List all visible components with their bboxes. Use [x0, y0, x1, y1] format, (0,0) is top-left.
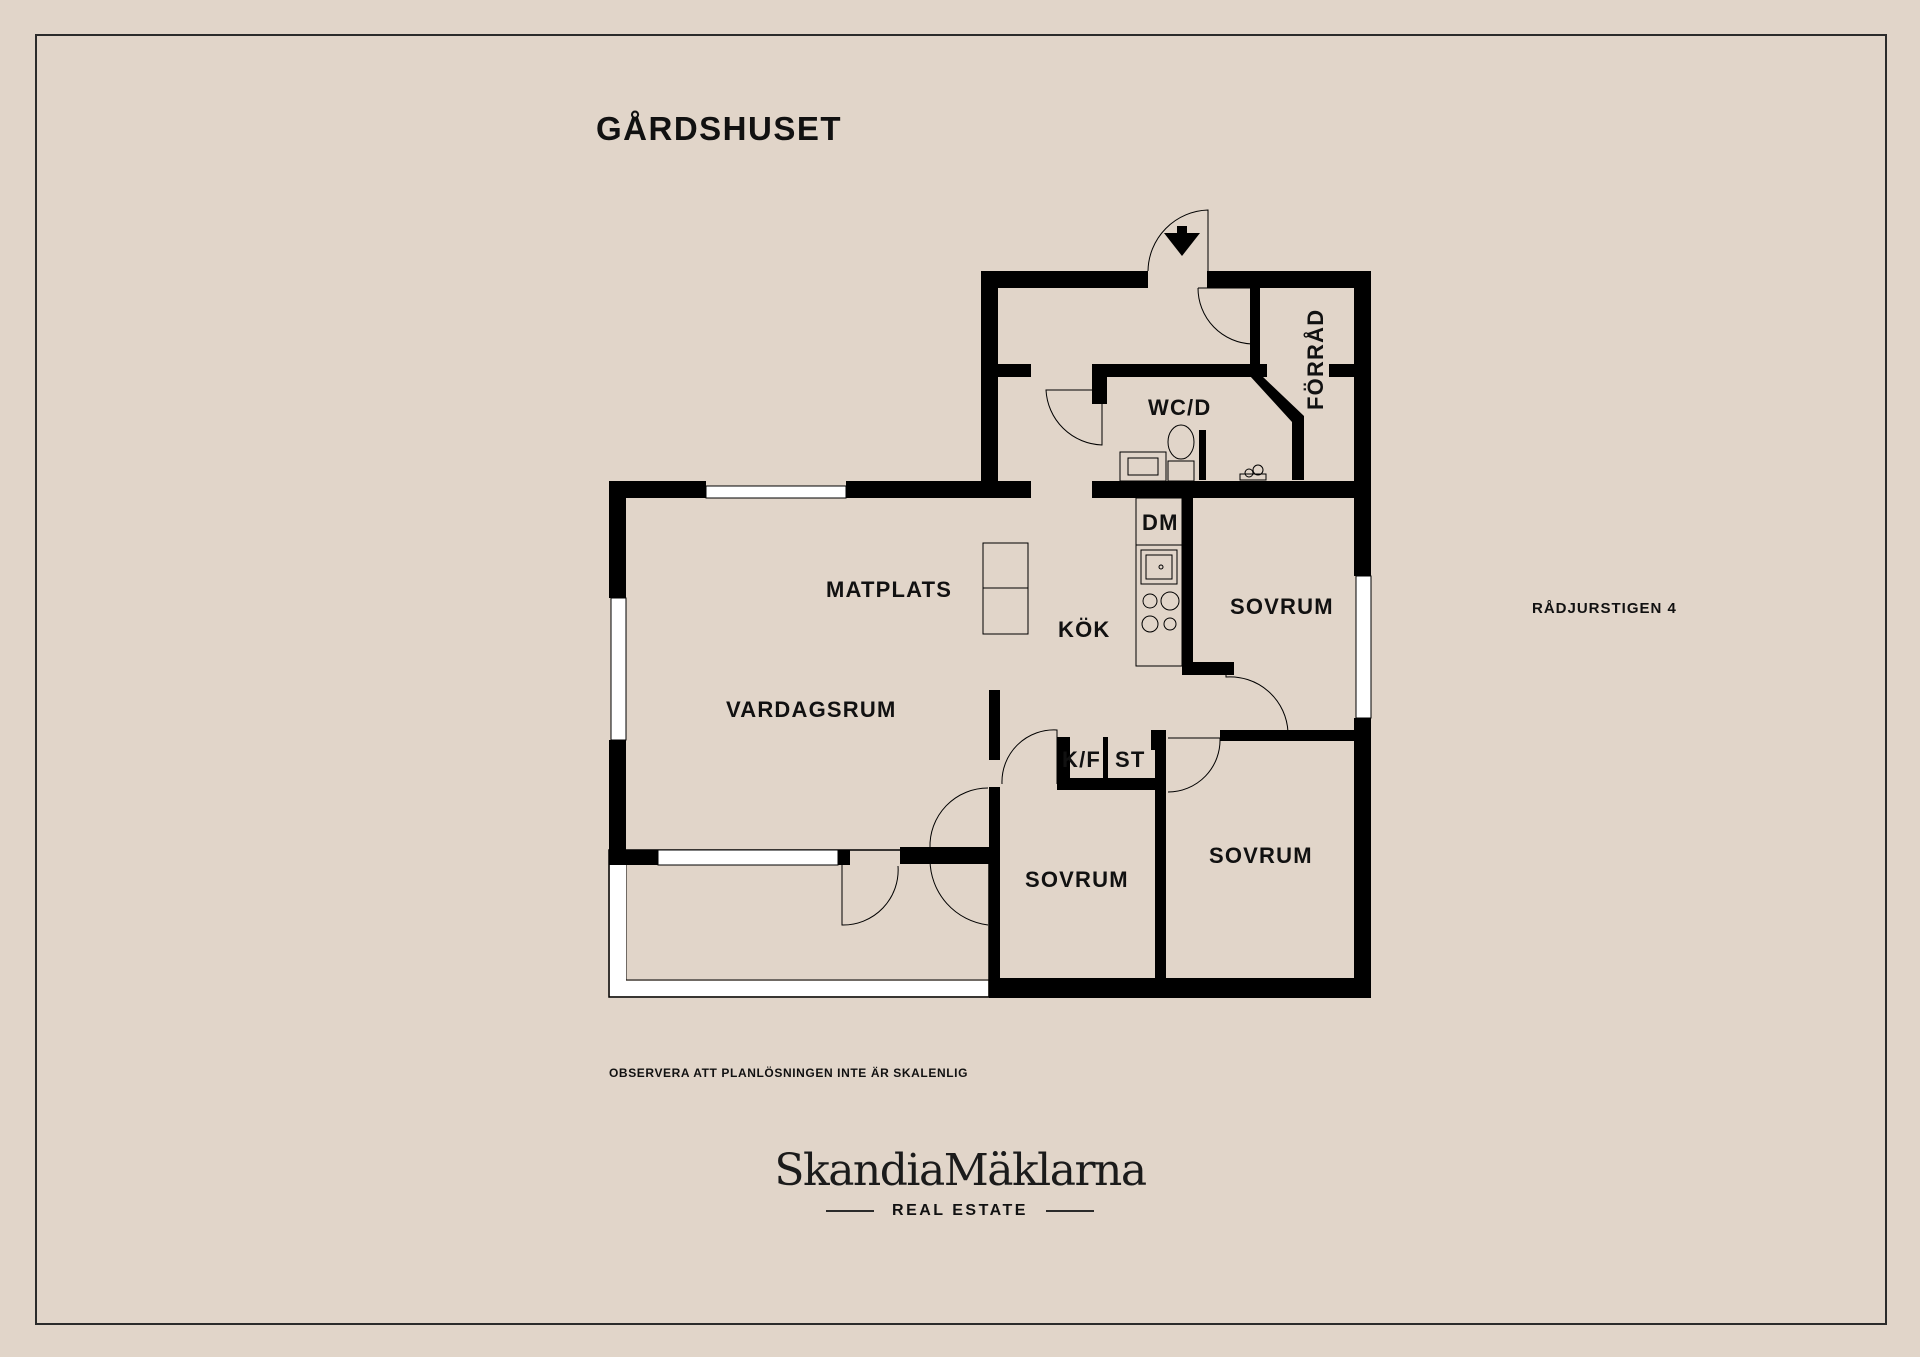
wc-fixtures — [1119, 424, 1267, 482]
room-labels: FÖRRÅD WC/D DM MATPLATS KÖK VARDAGSRUM S… — [726, 309, 1334, 892]
address-label: RÅDJURSTIGEN 4 — [1532, 600, 1677, 617]
stove-icon — [1141, 591, 1180, 633]
plan-title: GÅRDSHUSET — [596, 110, 843, 147]
scale-note: OBSERVERA ATT PLANLÖSNINGEN INTE ÄR SKAL… — [609, 1066, 969, 1080]
washer-icon — [1239, 464, 1267, 481]
kitchen-counter — [1135, 497, 1183, 667]
window-right — [1355, 575, 1372, 719]
walls — [609, 271, 1371, 998]
window-bottom — [657, 849, 839, 866]
toilet-icon — [1167, 460, 1195, 482]
page-frame — [35, 34, 1887, 1325]
doors — [841, 209, 1289, 926]
room-label-kf: K/F — [1062, 747, 1101, 772]
room-label-wcd: WC/D — [1148, 395, 1211, 420]
entrance-arrow-icon — [1164, 233, 1200, 256]
room-label-dm: DM — [1142, 510, 1179, 535]
brand-tagline-row: REAL ESTATE — [740, 1202, 1180, 1220]
brand-logo: SkandiaMäklarna REAL ESTATE — [740, 1145, 1180, 1220]
washbasin-icon — [1119, 451, 1167, 482]
room-label-matplats: MATPLATS — [826, 577, 952, 602]
entrance-door — [1147, 209, 1209, 272]
room-label-st: ST — [1115, 747, 1146, 772]
room-label-sovrum-right: SOVRUM — [1230, 594, 1334, 619]
room-label-sovrum-center: SOVRUM — [1025, 867, 1129, 892]
windows — [610, 485, 1372, 866]
divider — [826, 1210, 875, 1212]
window-top — [705, 485, 847, 499]
brand-tagline: REAL ESTATE — [892, 1202, 1028, 1219]
sink-icon — [1140, 549, 1178, 585]
dining-table — [982, 542, 1029, 635]
divider — [1045, 1210, 1094, 1212]
room-label-vardagsrum: VARDAGSRUM — [726, 697, 896, 722]
room-label-forrad: FÖRRÅD — [1302, 309, 1328, 410]
brand-name: SkandiaMäklarna — [774, 1145, 1147, 1196]
window-left — [610, 597, 627, 741]
room-label-kok: KÖK — [1058, 617, 1111, 642]
terrace-outline — [608, 849, 990, 998]
room-label-sovrum-bottom: SOVRUM — [1209, 843, 1313, 868]
